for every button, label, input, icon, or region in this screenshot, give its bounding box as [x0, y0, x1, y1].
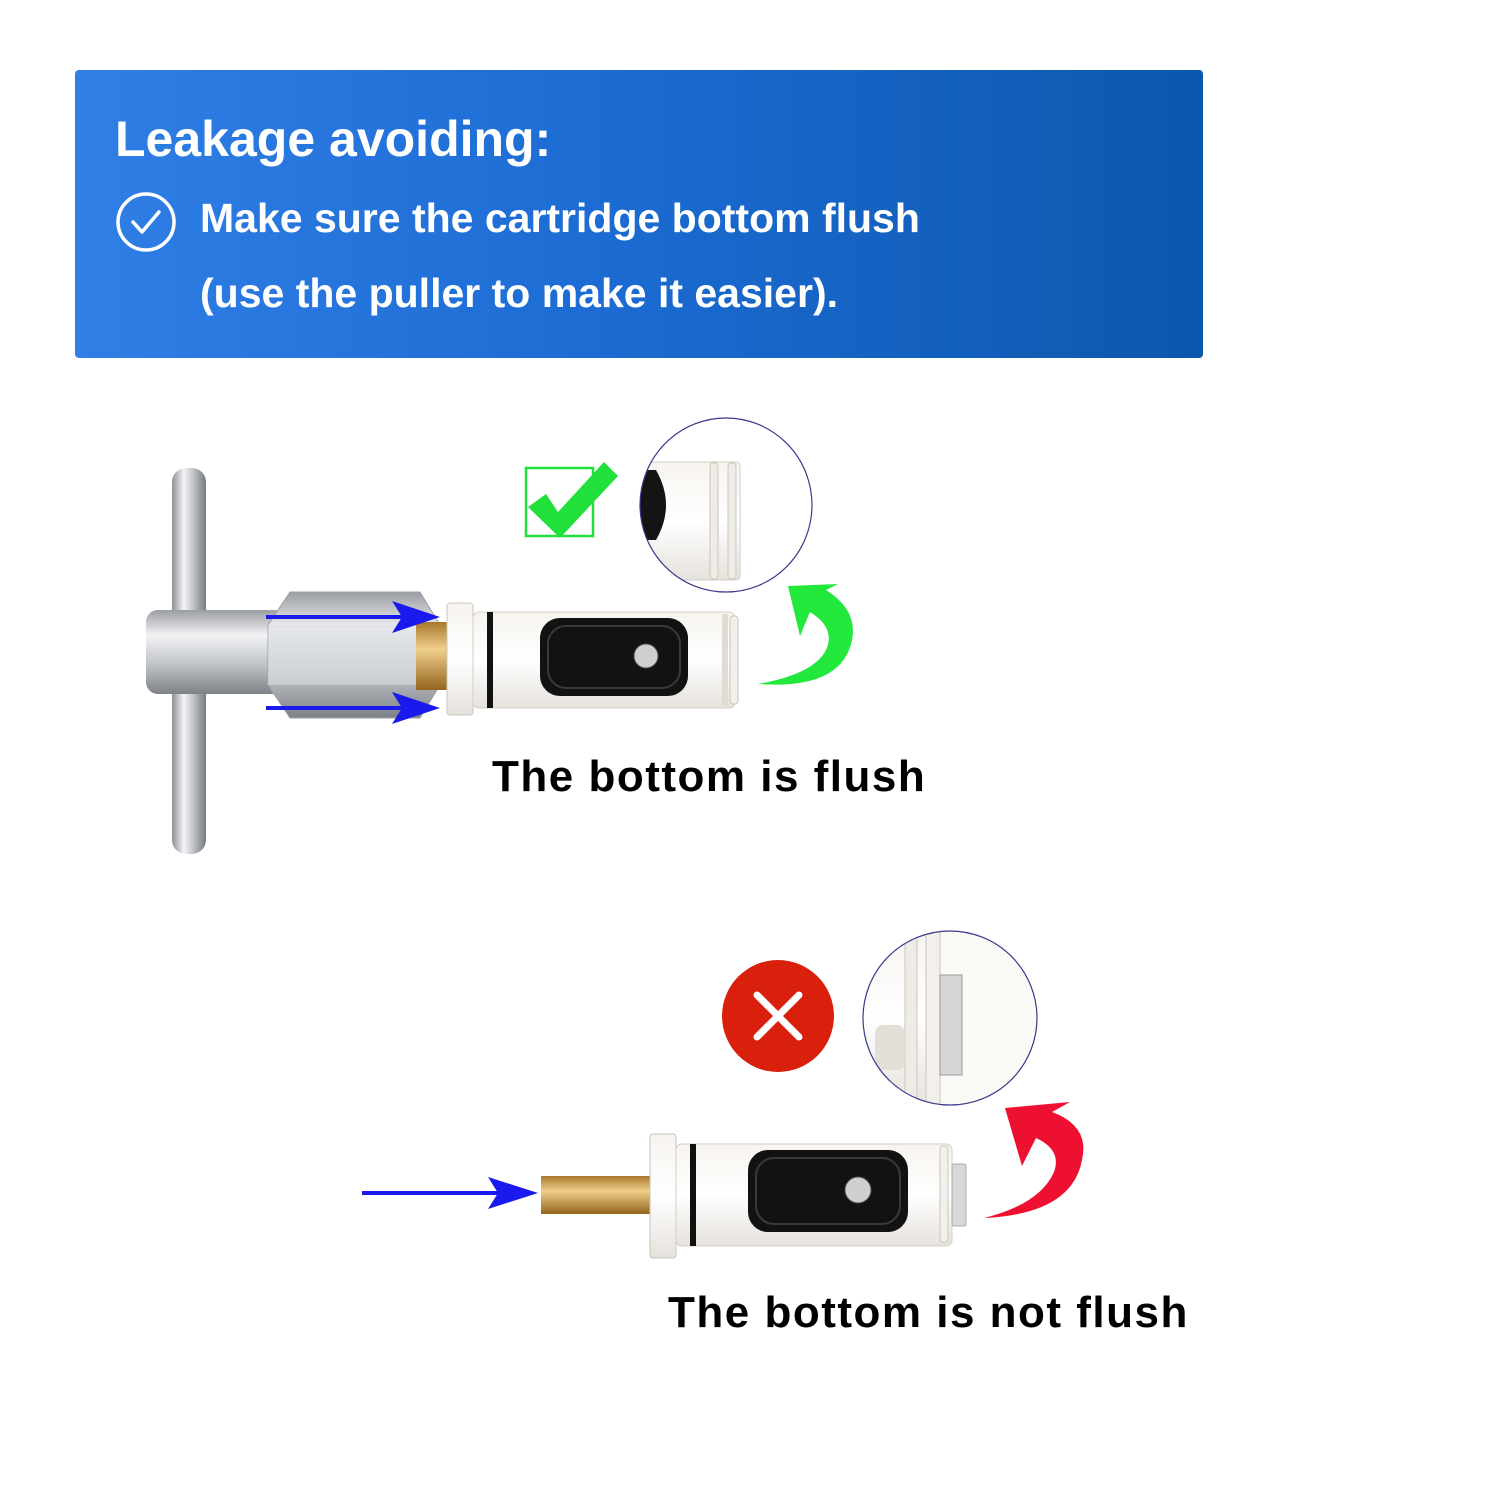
zoom-detail-not-flush	[862, 930, 1038, 1106]
instruction-line-1: Make sure the cartridge bottom flush	[200, 195, 920, 241]
red-curved-arrow	[984, 1102, 1084, 1218]
instruction-line-2: (use the puller to make it easier).	[200, 270, 838, 316]
check-circle-icon	[116, 192, 176, 252]
push-arrows	[266, 601, 440, 724]
t-handle-puller-tool	[146, 468, 456, 854]
green-curved-arrow	[758, 584, 853, 685]
push-arrow-single	[362, 1177, 538, 1209]
red-x-circle-icon	[722, 960, 834, 1072]
zoom-detail-flush	[639, 417, 813, 593]
cartridge-not-flush	[541, 1133, 967, 1259]
banner-title: Leakage avoiding:	[115, 111, 552, 167]
green-checkbox-icon	[524, 462, 618, 538]
caption-not-flush: The bottom is not flush	[668, 1288, 1189, 1337]
cartridge-flush	[446, 602, 739, 716]
caption-flush: The bottom is flush	[492, 752, 927, 801]
leakage-banner: Leakage avoiding: Make sure the cartridg…	[75, 70, 1203, 358]
